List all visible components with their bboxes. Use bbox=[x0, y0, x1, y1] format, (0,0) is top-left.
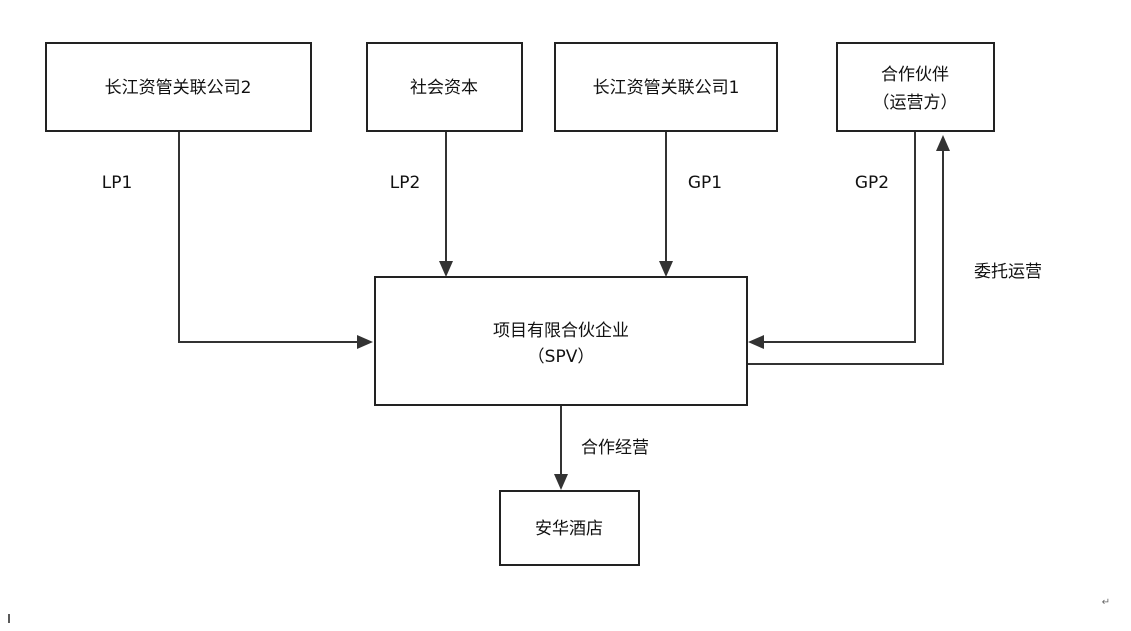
edge-gp2-line bbox=[763, 132, 916, 343]
node-cj1-label: 长江资管关联公司1 bbox=[593, 78, 740, 98]
node-cj1-box bbox=[554, 42, 778, 132]
edge-label-lp2: LP2 bbox=[390, 173, 421, 193]
edge-label-gp1: GP1 bbox=[688, 173, 722, 193]
node-hotel-label: 安华酒店 bbox=[535, 519, 603, 539]
node-social-capital-box bbox=[366, 42, 523, 132]
node-partner: 合作伙伴 （运营方） bbox=[836, 42, 995, 132]
node-social-capital-label: 社会资本 bbox=[410, 78, 478, 98]
edge-label-gp2: GP2 bbox=[855, 173, 889, 193]
edge-gp2-arrowhead bbox=[748, 335, 764, 349]
return-mark: ↵ bbox=[1102, 597, 1110, 608]
node-hotel: 安华酒店 bbox=[499, 490, 640, 566]
edge-entrust-line bbox=[748, 151, 944, 365]
node-partner-label-line1: 合作伙伴 bbox=[881, 65, 949, 85]
node-cj1: 长江资管关联公司1 bbox=[554, 42, 778, 132]
node-partner-box bbox=[836, 42, 995, 132]
node-hotel-box bbox=[499, 490, 640, 566]
node-spv-box bbox=[374, 276, 748, 406]
edge-label-entrust: 委托运营 bbox=[974, 262, 1042, 282]
node-cj2: 长江资管关联公司2 bbox=[45, 42, 312, 132]
node-cj2-box bbox=[45, 42, 312, 132]
edge-coop-arrowhead bbox=[554, 474, 568, 490]
node-cj2-label: 长江资管关联公司2 bbox=[105, 78, 252, 98]
edge-lp1-line bbox=[178, 132, 358, 343]
node-social-capital: 社会资本 bbox=[366, 42, 523, 132]
node-partner-label-line2: （运营方） bbox=[873, 93, 958, 113]
edge-label-coop: 合作经营 bbox=[581, 438, 649, 458]
edge-gp1-arrowhead bbox=[659, 261, 673, 277]
edge-lp2-arrowhead bbox=[439, 261, 453, 277]
node-spv-label-line2: （SPV） bbox=[528, 347, 595, 367]
edge-label-lp1: LP1 bbox=[102, 173, 133, 193]
node-spv: 项目有限合伙企业 （SPV） bbox=[374, 276, 748, 406]
edge-entrust-arrowhead bbox=[936, 135, 950, 151]
connectors bbox=[178, 132, 950, 490]
edge-lp1-arrowhead bbox=[357, 335, 373, 349]
node-spv-label-line1: 项目有限合伙企业 bbox=[493, 321, 629, 341]
